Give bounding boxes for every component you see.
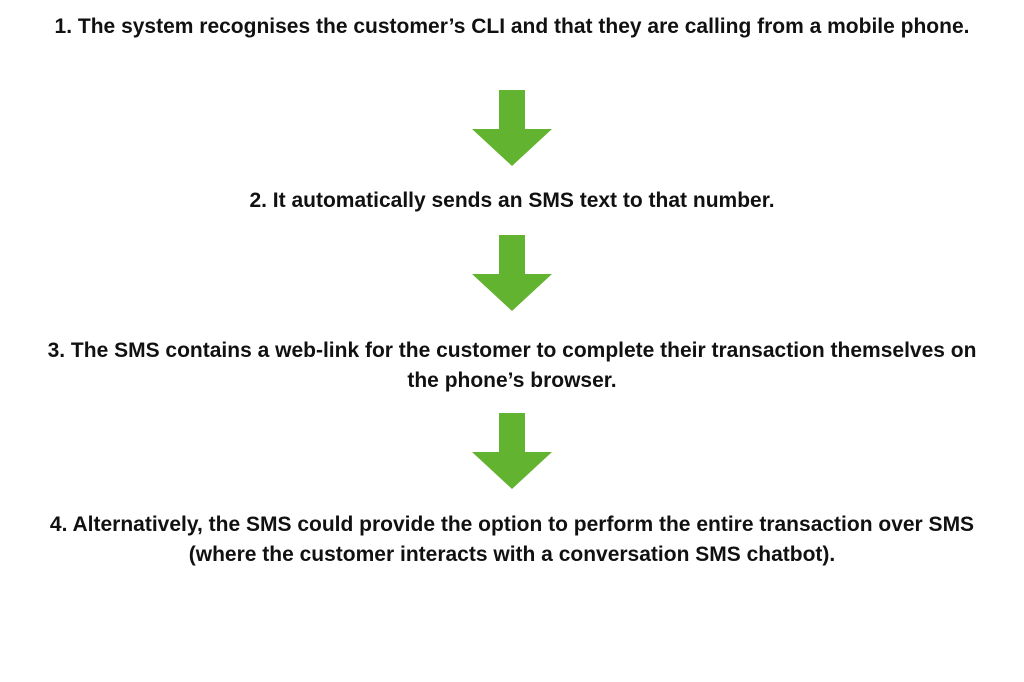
down-arrow-1-polygon (472, 90, 552, 166)
down-arrow-2-polygon (472, 235, 552, 311)
step-4-text: 4. Alternatively, the SMS could provide … (49, 513, 975, 566)
down-arrow-icon (470, 235, 554, 311)
down-arrow-3-polygon (472, 413, 552, 489)
down-arrow-icon (470, 90, 554, 166)
down-arrow-2-shape (472, 235, 552, 311)
step-1-text: 1. The system recognises the customer’s … (54, 15, 970, 38)
down-arrow-1-shape (472, 90, 552, 166)
down-arrow-icon (470, 413, 554, 489)
step-3-text: 3. The SMS contains a web-link for the c… (47, 339, 977, 392)
step-2-text: 2. It automatically sends an SMS text to… (249, 189, 775, 212)
down-arrow-3-shape (472, 413, 552, 489)
